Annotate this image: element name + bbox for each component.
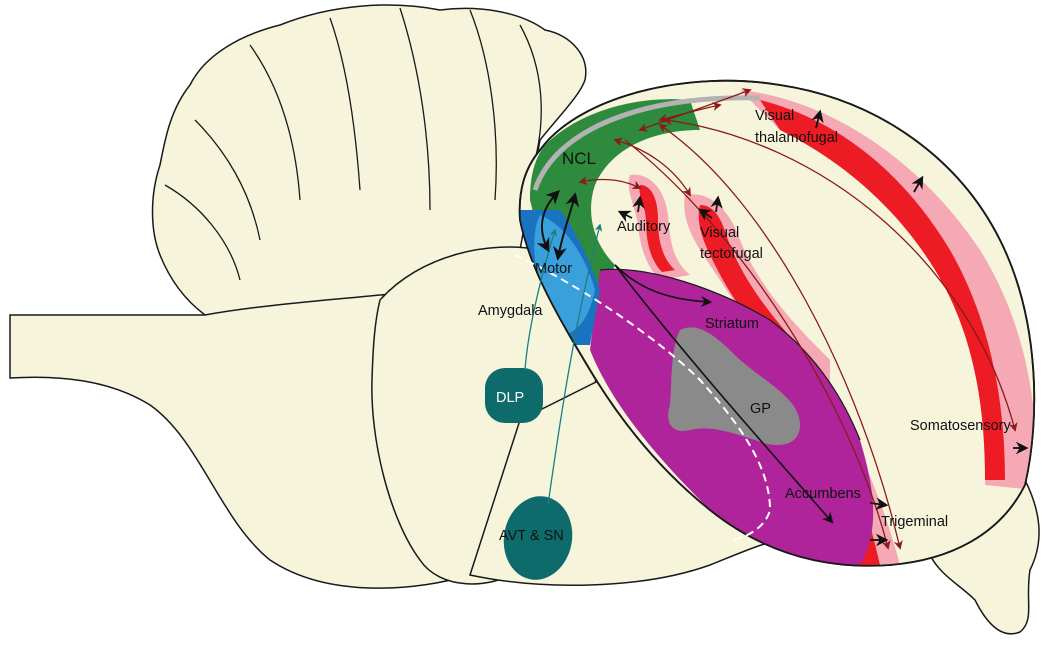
- cerebellar-folia: [164, 7, 542, 281]
- avt-sn-nucleus: [503, 496, 573, 580]
- label-motor: Motor: [535, 261, 572, 277]
- label-visual-thalamofugal-1: Visual: [755, 108, 794, 124]
- cerebellum: [151, 4, 587, 316]
- label-striatum: Striatum: [705, 316, 759, 332]
- ncl-trigeminal-arrow-2: [624, 139, 891, 550]
- label-trigeminal: Trigeminal: [881, 514, 948, 530]
- label-gp: GP: [750, 401, 771, 417]
- label-avt-sn: AVT & SN: [499, 528, 564, 544]
- label-somatosensory: Somatosensory: [910, 418, 1011, 434]
- label-ncl: NCL: [562, 149, 596, 168]
- label-visual-tectofugal-2: tectofugal: [700, 246, 763, 262]
- ncl-trigeminal-arrow: [658, 123, 903, 550]
- label-dlp: DLP: [496, 390, 524, 406]
- label-visual-thalamofugal-2: thalamofugal: [755, 130, 838, 146]
- label-accumbens: Accumbens: [785, 486, 861, 502]
- label-visual-tectofugal-1: Visual: [700, 225, 739, 241]
- dlp-nucleus: [485, 368, 543, 423]
- ncl-motor-arrow-2: [553, 192, 580, 261]
- auditory-core: [639, 185, 675, 272]
- label-amygdala: Amygdala: [478, 303, 543, 319]
- avt-projection: [547, 223, 603, 506]
- label-auditory: Auditory: [617, 219, 671, 235]
